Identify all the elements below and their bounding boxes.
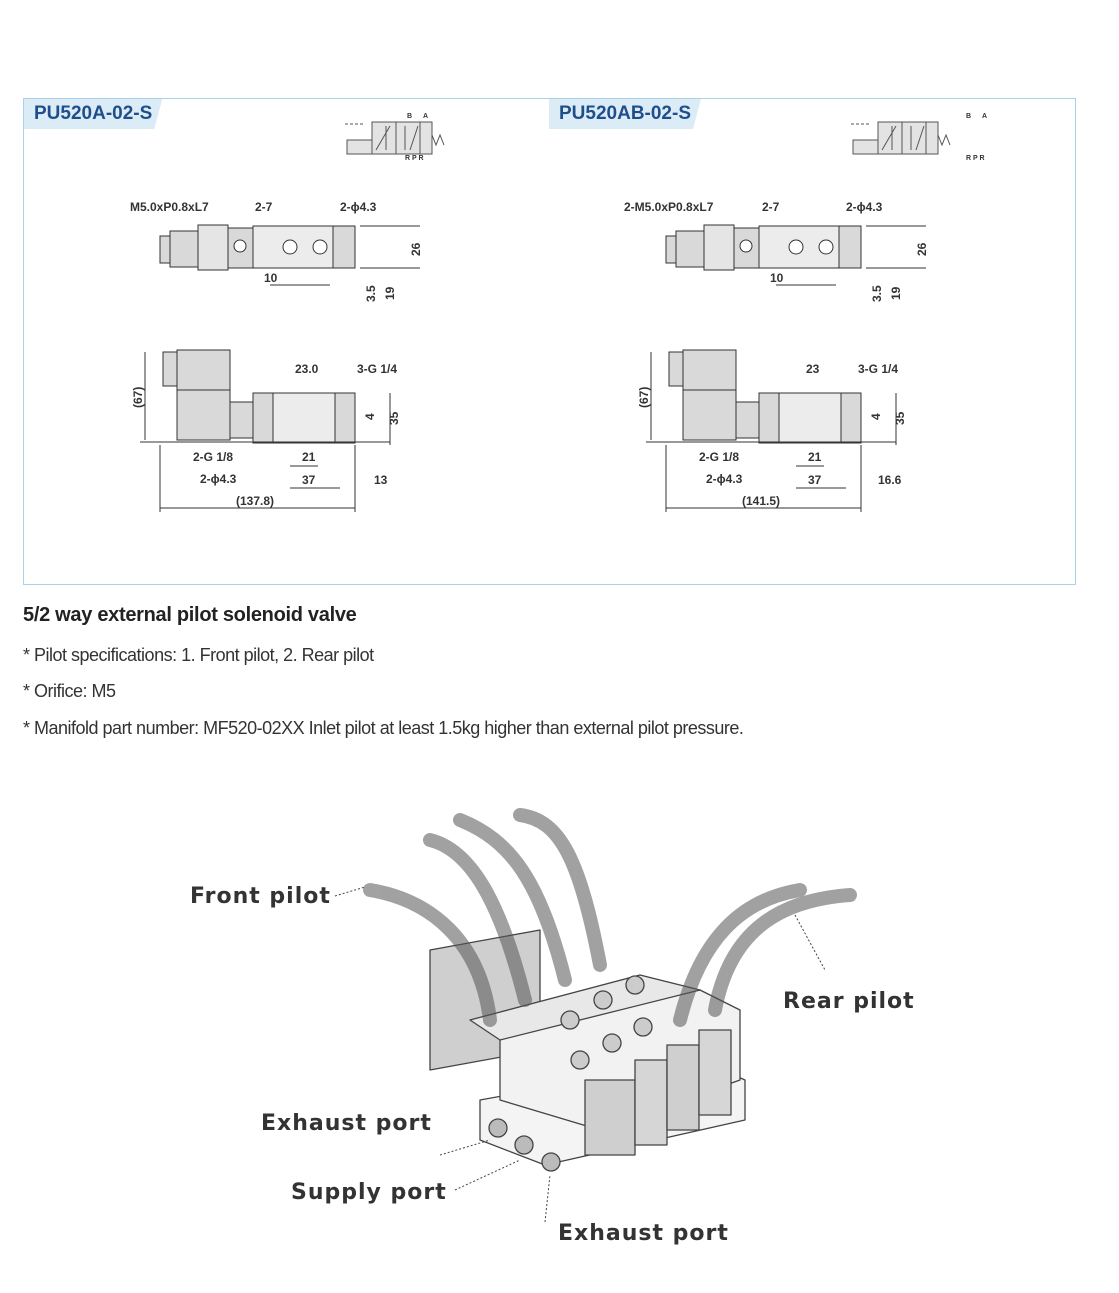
product-heading: 5/2 way external pilot solenoid valve	[23, 604, 357, 626]
dim-19: 19	[889, 286, 903, 300]
port-b-label: B	[407, 113, 412, 120]
dimension-panel	[23, 98, 1076, 585]
dim-23: 23.0	[295, 362, 319, 376]
dim-21: 21	[302, 450, 316, 464]
dim-thread: 2-M5.0xP0.8xL7	[624, 200, 714, 214]
spec-bullet-pilot: * Pilot specifications: 1. Front pilot, …	[23, 645, 374, 665]
dim-10: 10	[264, 271, 278, 285]
dim-35: 35	[387, 411, 401, 425]
front-pilot-label: Front pilot	[190, 884, 331, 909]
dim-37: 37	[808, 473, 822, 487]
dim-26: 26	[409, 242, 423, 256]
dim-g14: 3-G 1/4	[357, 362, 397, 376]
port-rpr-label: R P R	[405, 155, 424, 162]
dim-26: 26	[915, 242, 929, 256]
dim-pitch: 2-7	[762, 200, 780, 214]
dim-g18: 2-G 1/8	[193, 450, 233, 464]
dim-19: 19	[383, 286, 397, 300]
dim-end: 16.6	[878, 473, 902, 487]
dim-23: 23	[806, 362, 820, 376]
dim-total: (137.8)	[236, 494, 274, 508]
dim-3-5: 3.5	[364, 285, 378, 302]
model-title-a: PU520A-02-S	[24, 99, 162, 129]
model-a-drawing: B A R P R M5.0xP0.8xL7 2-7 2-ϕ4.3 26 10 …	[130, 113, 445, 513]
dim-side-holes: 2-ϕ4.3	[200, 472, 237, 486]
dim-side-holes: 2-ϕ4.3	[706, 472, 743, 486]
dim-10: 10	[770, 271, 784, 285]
port-a-label: A	[423, 113, 428, 120]
spec-bullet-orifice: * Orifice: M5	[23, 681, 116, 701]
dim-35: 35	[893, 411, 907, 425]
dim-37: 37	[302, 473, 316, 487]
exhaust-port-label-1: Exhaust port	[261, 1111, 432, 1136]
dim-holes: 2-ϕ4.3	[340, 200, 377, 214]
dim-21: 21	[808, 450, 822, 464]
dim-end: 13	[374, 473, 388, 487]
port-rpr-label: R P R	[966, 155, 985, 162]
dim-total: (141.5)	[742, 494, 780, 508]
dim-g14: 3-G 1/4	[858, 362, 898, 376]
exhaust-port-label-2: Exhaust port	[558, 1221, 729, 1246]
dim-4: 4	[869, 413, 883, 420]
spec-bullet-manifold: * Manifold part number: MF520-02XX Inlet…	[23, 718, 744, 738]
dim-g18: 2-G 1/8	[699, 450, 739, 464]
rear-pilot-label: Rear pilot	[783, 989, 915, 1014]
dim-pitch: 2-7	[255, 200, 273, 214]
dim-67: (67)	[131, 387, 145, 408]
dim-3-5: 3.5	[870, 285, 884, 302]
port-b-label: B	[966, 113, 971, 120]
dim-thread: M5.0xP0.8xL7	[130, 200, 209, 214]
port-a-label: A	[982, 113, 987, 120]
model-b-drawing: B A R P R 2-M5.0xP0.8xL7 2-7 2-ϕ4.3 26 1…	[624, 113, 987, 513]
dim-67: (67)	[637, 387, 651, 408]
model-title-b: PU520AB-02-S	[549, 99, 701, 129]
dim-holes: 2-ϕ4.3	[846, 200, 883, 214]
manifold-illustration	[334, 808, 857, 1223]
supply-port-label: Supply port	[291, 1180, 447, 1205]
dim-4: 4	[363, 413, 377, 420]
